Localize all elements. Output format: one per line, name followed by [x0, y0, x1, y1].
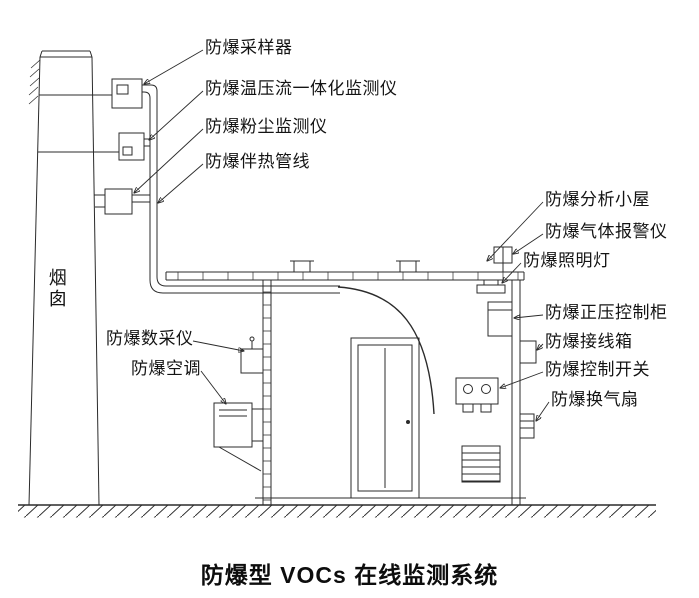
label-chimney: 烟囱 [46, 268, 67, 310]
positive-pressure-cabinet-box [487, 301, 513, 337]
label-tpf-monitor: 防爆温压流一体化监测仪 [205, 79, 398, 98]
ground-line [18, 504, 656, 518]
shelter-door [350, 337, 420, 499]
label-heat-traced-line: 防爆伴热管线 [205, 152, 310, 171]
label-air-conditioner: 防爆空调 [131, 359, 201, 378]
label-analysis-shelter: 防爆分析小屋 [545, 190, 650, 209]
label-ventilation-fan: 防爆换气扇 [551, 390, 639, 409]
leader-lines [134, 49, 550, 421]
label-positive-pressure-cabinet: 防爆正压控制柜 [545, 303, 668, 322]
sampling-pipeline [132, 84, 435, 415]
sampler-box [111, 78, 143, 109]
door-handle [406, 420, 410, 424]
label-explosion-proof-light: 防爆照明灯 [523, 251, 611, 270]
label-sampler: 防爆采样器 [205, 38, 293, 57]
chimney-drawing [28, 50, 119, 506]
shelter-walls [255, 280, 526, 505]
label-dust-monitor: 防爆粉尘监测仪 [205, 117, 328, 136]
exterior-left-equipment [213, 336, 264, 472]
label-junction-box: 防爆接线箱 [545, 332, 633, 351]
roof-vent-left [293, 260, 311, 273]
label-control-switch: 防爆控制开关 [545, 360, 650, 379]
stack-devices [94, 78, 145, 215]
roof-vent-right [399, 260, 417, 273]
data-logger-box [240, 348, 264, 374]
wall-equipment [476, 246, 537, 439]
shelter-roof [165, 260, 525, 281]
diagram-title: 防爆型 VOCs 在线监测系统 [200, 562, 499, 588]
light-fixture [476, 284, 506, 294]
wall-ladder [263, 291, 271, 501]
air-conditioner-box [213, 402, 253, 448]
interior-equipment [455, 377, 501, 483]
control-switch-panel [455, 377, 499, 405]
label-gas-alarm: 防爆气体报警仪 [545, 222, 668, 241]
dust-monitor-box [104, 188, 133, 215]
vent-grille [461, 445, 501, 483]
junction-box-box [519, 340, 537, 364]
ventilation-fan-box [519, 413, 535, 439]
label-data-logger: 防爆数采仪 [106, 329, 194, 348]
